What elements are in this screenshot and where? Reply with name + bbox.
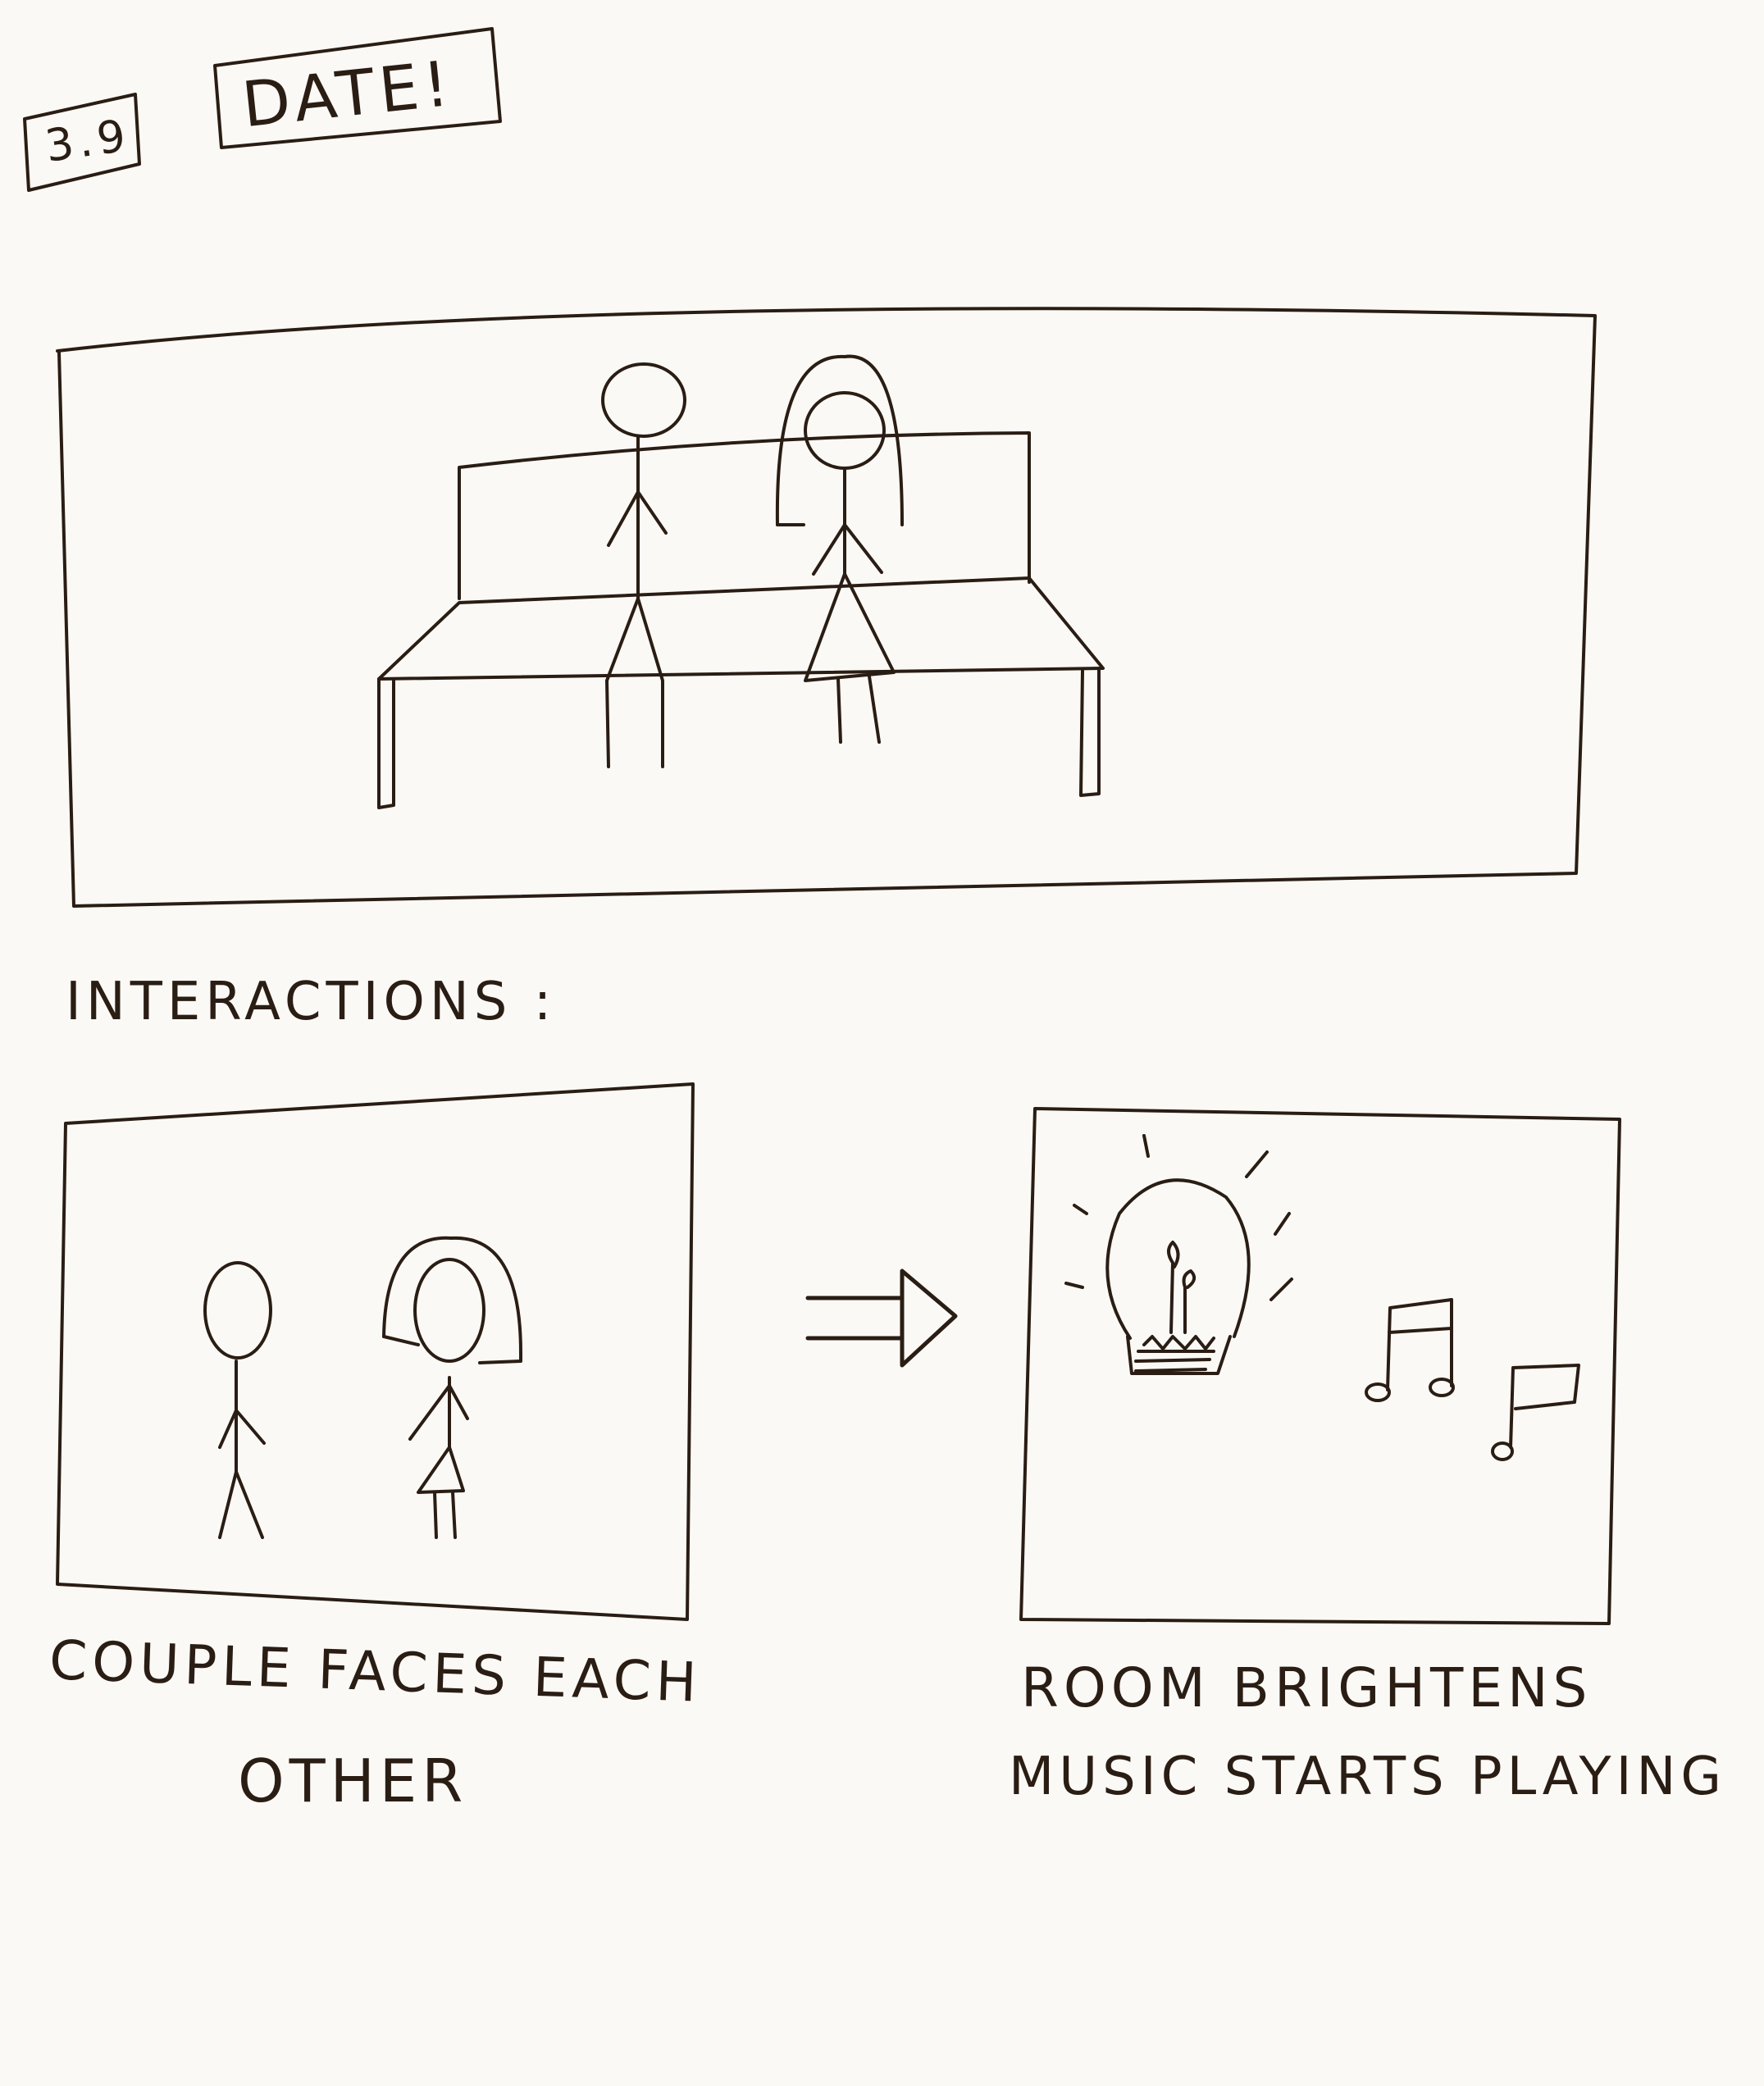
bench-leg-right (1079, 667, 1101, 797)
left-caption-line2: OTHER (238, 1747, 468, 1815)
scene-number-box (23, 93, 141, 192)
music-notes-icon (1365, 1298, 1580, 1461)
girl-standing-figure (382, 1236, 522, 1539)
interactions-label: INTERACTIONS : (66, 972, 557, 1032)
left-panel-frame (56, 1082, 695, 1621)
bench-leg-left (377, 677, 395, 809)
bench-seat (377, 576, 1105, 681)
right-caption-line2: MUSIC STARTS PLAYING (1009, 1747, 1726, 1807)
boy-standing-figure (203, 1261, 272, 1539)
right-caption-line1: ROOM BRIGHTENS (1021, 1656, 1593, 1719)
right-panel-frame (1019, 1107, 1621, 1625)
bench-back (458, 431, 1031, 600)
girl-figure (775, 354, 904, 744)
transition-arrow-icon (805, 1268, 958, 1368)
light-bulb-icon (1064, 1134, 1293, 1375)
main-panel-frame (56, 307, 1597, 908)
boy-figure (601, 362, 686, 768)
scene-title-box (213, 27, 502, 149)
